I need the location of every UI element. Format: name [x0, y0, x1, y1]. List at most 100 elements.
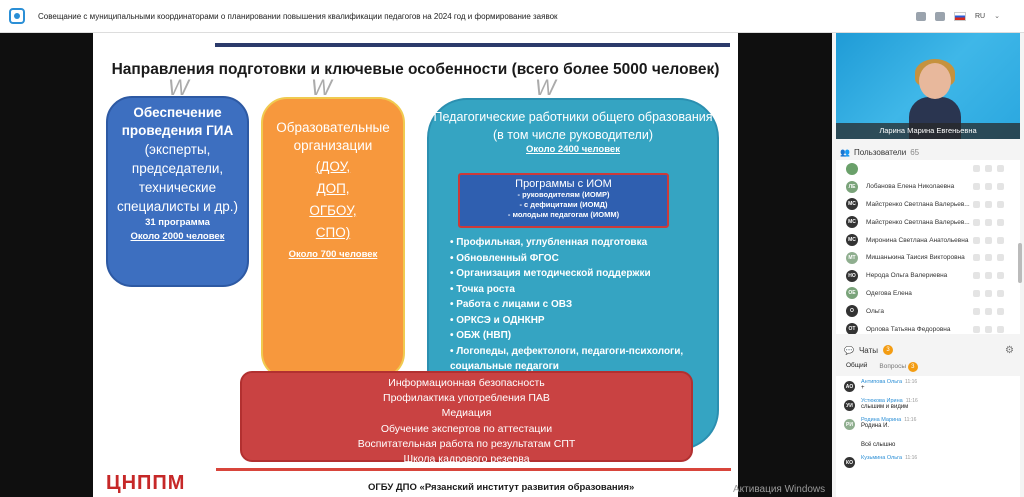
topic-line: Медиация: [441, 407, 492, 420]
avatar: МС: [846, 216, 858, 229]
user-name: Лобанова Елена Николаевна: [866, 183, 955, 191]
teachers-heading: Педагогические работники общего образова…: [433, 110, 713, 142]
user-controls: [973, 307, 1004, 315]
user-controls: [973, 325, 1004, 333]
topic-line: Воспитательная работа по результатам СПТ: [357, 437, 576, 450]
message-time: 11:16: [905, 398, 918, 404]
mic-icon[interactable]: [973, 183, 980, 191]
questions-count-badge: 3: [907, 362, 918, 372]
user-controls: [973, 254, 1004, 262]
more-icon[interactable]: [997, 183, 1004, 191]
avatar: [846, 162, 858, 175]
org-item: ДОП,: [316, 181, 350, 196]
mic-icon[interactable]: [973, 200, 980, 208]
avatar: ОЕ: [846, 287, 858, 300]
user-name: Орлова Татьяна Федоровна: [866, 325, 951, 333]
message-author: Устюкова Ирина: [861, 398, 903, 404]
camera-icon[interactable]: [985, 254, 992, 262]
annotation-scribble: W: [311, 75, 332, 100]
teachers-bullet-list: Профильная, углубленная подготовка Обнов…: [450, 235, 717, 375]
mic-icon[interactable]: [973, 218, 980, 226]
user-controls: [973, 272, 1004, 280]
camera-icon[interactable]: [985, 325, 992, 333]
cnppm-logo: ЦНППМ: [106, 472, 186, 494]
message-author: Родина Марина: [861, 417, 902, 423]
mic-icon[interactable]: [973, 165, 980, 173]
more-icon[interactable]: [997, 165, 1004, 173]
more-icon[interactable]: [997, 254, 1004, 262]
camera-icon[interactable]: [985, 307, 992, 315]
user-controls: [973, 218, 1004, 226]
layout-icon[interactable]: [935, 11, 945, 21]
gear-icon[interactable]: ⚙: [1005, 344, 1014, 356]
user-controls: [973, 200, 1004, 208]
bullet-item: Обновленный ФГОС: [450, 251, 717, 267]
camera-icon[interactable]: [985, 218, 992, 226]
right-panel: Ларина Марина Евгеньевна 👥 Пользователи …: [832, 33, 1024, 497]
speaker-name: Ларина Марина Евгеньевна: [836, 123, 1020, 139]
users-label: Пользователи: [853, 147, 907, 157]
avatar: КО: [844, 457, 855, 468]
chevron-down-icon[interactable]: ⌄: [994, 13, 1000, 20]
folder-icon[interactable]: [916, 11, 926, 21]
message-time: 11:16: [904, 417, 917, 423]
user-row[interactable]: [836, 160, 1020, 178]
users-scrollbar[interactable]: [1018, 243, 1022, 283]
camera-icon[interactable]: [985, 289, 992, 297]
chats-count-badge: 3: [883, 345, 893, 355]
tab-questions[interactable]: Вопросы 3: [879, 362, 918, 378]
mic-icon[interactable]: [973, 307, 980, 315]
chats-header[interactable]: 💬 Чаты 3 ⚙: [836, 342, 1020, 358]
annotation-scribble: W: [535, 75, 556, 100]
speaker-face: [919, 63, 951, 99]
russia-flag-icon[interactable]: [954, 11, 966, 21]
camera-icon[interactable]: [985, 200, 992, 208]
chat-message: Всё слышно: [836, 433, 1020, 452]
avatar: МС: [846, 198, 858, 211]
camera-icon[interactable]: [985, 236, 992, 244]
mic-icon[interactable]: [973, 236, 980, 244]
avatar: [844, 438, 855, 449]
users-header[interactable]: 👥 Пользователи 65: [836, 144, 1020, 160]
more-icon[interactable]: [997, 307, 1004, 315]
message-text: слышим и видим: [861, 404, 909, 410]
more-icon[interactable]: [997, 325, 1004, 333]
topbar-controls: RU ⌄: [916, 11, 1000, 21]
speaker-video[interactable]: Ларина Марина Евгеньевна: [836, 33, 1020, 139]
mic-icon[interactable]: [973, 272, 980, 280]
iom-line: - с дефицитами (ИОМД): [519, 200, 608, 209]
message-time: 11:16: [905, 455, 918, 461]
mic-icon[interactable]: [973, 325, 980, 333]
more-icon[interactable]: [997, 289, 1004, 297]
more-icon[interactable]: [997, 218, 1004, 226]
camera-icon[interactable]: [985, 183, 992, 191]
language-label[interactable]: RU: [975, 12, 986, 20]
topic-line: Профилактика употребления ПАВ: [383, 392, 550, 405]
more-icon[interactable]: [997, 272, 1004, 280]
gia-people: Около 2000 человек: [130, 231, 225, 242]
iom-programs-box: Программы с ИОМ - руководителям (ИОМР) -…: [458, 173, 669, 228]
more-icon[interactable]: [997, 236, 1004, 244]
mic-icon[interactable]: [973, 254, 980, 262]
avatar: АО: [844, 381, 855, 392]
bullet-item: Профильная, углубленная подготовка: [450, 235, 717, 251]
more-icon[interactable]: [997, 200, 1004, 208]
bullet-item: Точка роста: [450, 282, 717, 298]
crosscutting-topics-box: Информационная безопасность Профилактика…: [240, 371, 693, 465]
camera-icon[interactable]: [985, 272, 992, 280]
camera-icon[interactable]: [985, 165, 992, 173]
mic-icon[interactable]: [973, 289, 980, 297]
gia-box: Обеспечение проведения ГИА (эксперты, пр…: [106, 96, 249, 287]
